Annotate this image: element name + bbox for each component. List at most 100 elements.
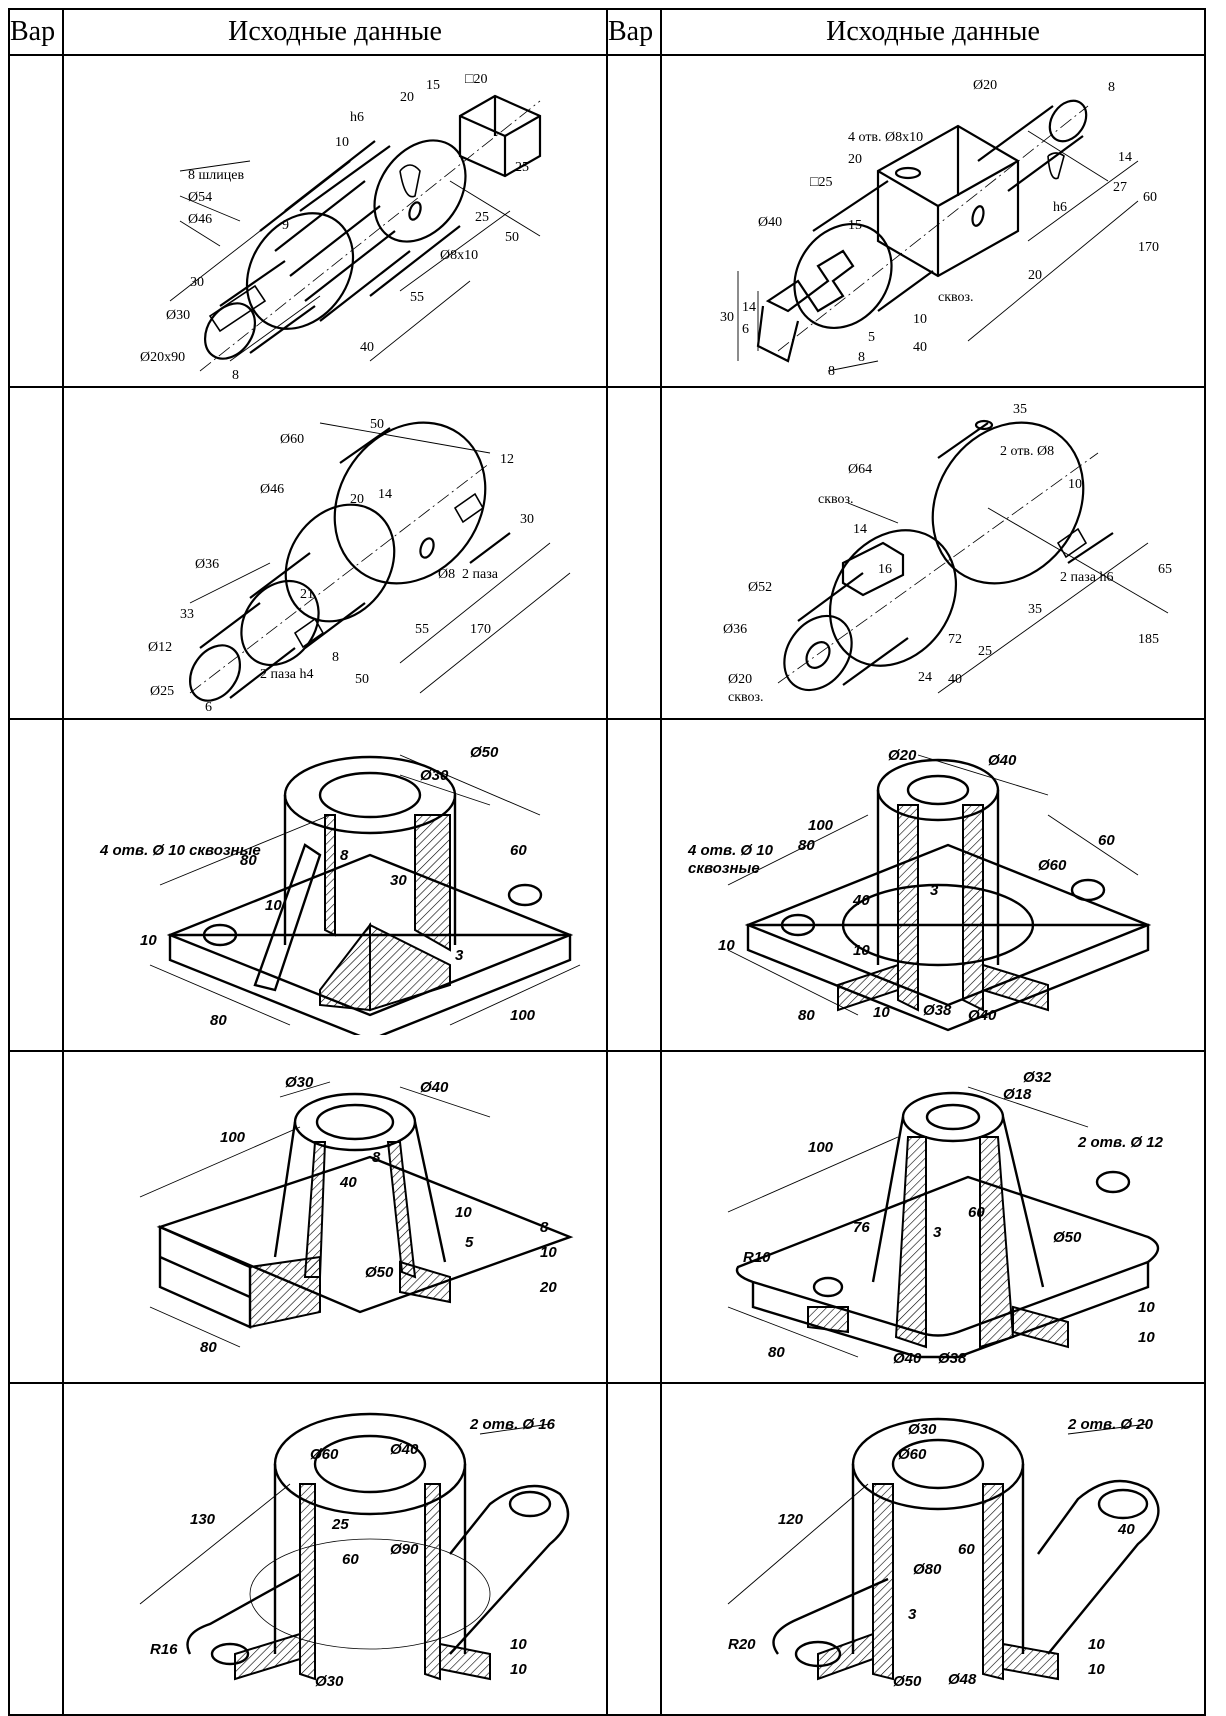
dim-label: 40 (1117, 1521, 1135, 1538)
dim-label: □25 (810, 175, 832, 190)
dim-label: 10 (510, 1636, 527, 1653)
dim-label: 80 (798, 837, 815, 854)
dim-label: Ø60 (280, 432, 304, 447)
dim-label: 25 (331, 1516, 349, 1533)
dim-label: 10 (140, 932, 157, 949)
dim-label: 60 (510, 842, 527, 859)
dim-label: Ø20x90 (140, 350, 185, 365)
dim-label: 6 (742, 322, 749, 337)
dim-label: Ø25 (150, 684, 174, 699)
variant-number-cell (8, 1382, 64, 1716)
dim-label: Ø20 (728, 672, 752, 687)
dim-label: 10 (1068, 477, 1082, 492)
dim-label: Ø52 (748, 580, 772, 595)
dim-label: R16 (150, 1641, 178, 1658)
dim-label: Ø12 (148, 640, 172, 655)
dim-label: 60 (968, 1204, 985, 1221)
dim-label: 10 (1138, 1299, 1155, 1316)
dim-label: Ø54 (188, 190, 212, 205)
dim-label: Ø50 (470, 744, 499, 761)
table-row: Ø30 Ø40 100 8 40 10 5 8 10 Ø50 20 80 (8, 1050, 1206, 1384)
dim-label: 2 паза (462, 567, 499, 582)
drawing-cell: 35 Ø64 2 отв. Ø8 сквоз. 10 14 16 2 паза … (660, 386, 1206, 720)
dim-label: 35 (1028, 602, 1042, 617)
dim-label: Ø40 (968, 1007, 997, 1024)
variant-number-cell (8, 386, 64, 720)
dim-label: 40 (913, 340, 927, 355)
dim-label: сквоз. (938, 290, 974, 305)
dim-label: Ø50 (893, 1673, 922, 1690)
variant-number-cell (8, 1050, 64, 1384)
dim-label: 10 (1088, 1636, 1105, 1653)
dim-label: 120 (778, 1511, 804, 1528)
dim-label: Ø30 (420, 767, 449, 784)
dim-label: 130 (190, 1511, 216, 1528)
table-row: □20 15 20 h6 10 25 8 шлицев Ø54 Ø46 9 25… (8, 54, 1206, 388)
drawing-stepped-shaft-left: Ø60 50 12 Ø46 20 14 30 Ø8 2 паза Ø36 21 … (148, 417, 571, 713)
dim-label: 10 (455, 1204, 472, 1221)
dim-label: 80 (240, 852, 257, 869)
drawing-boss-lugs-right: Ø30 2 отв. Ø 20 Ø60 120 40 60 Ø80 3 R20 … (727, 1416, 1160, 1690)
dim-label: 3 (930, 882, 939, 899)
dim-label: Ø30 (315, 1673, 344, 1690)
dim-label: 80 (210, 1012, 227, 1029)
dim-label: Ø40 (420, 1079, 449, 1096)
dim-label: Ø40 (758, 215, 782, 230)
dim-label: 50 (355, 672, 369, 687)
dim-label: Ø50 (365, 1264, 394, 1281)
dim-label: 21 (300, 587, 314, 602)
dim-label: 14 (742, 300, 756, 315)
dim-label: 2 отв. Ø 16 (469, 1416, 556, 1433)
dim-label: 60 (342, 1551, 359, 1568)
dim-label: 14 (1118, 150, 1132, 165)
dim-label: 8 (858, 350, 865, 365)
dim-label: 10 (1138, 1329, 1155, 1346)
dim-label: Ø80 (913, 1561, 942, 1578)
dim-label: 8 (372, 1149, 381, 1166)
dim-label: 3 (908, 1606, 917, 1623)
dim-label: 10 (510, 1661, 527, 1678)
dim-label: Ø36 (195, 557, 219, 572)
dim-label: 24 (918, 670, 932, 685)
variant-number-cell (606, 386, 662, 720)
dim-label: 15 (848, 218, 862, 233)
header-data-left: Исходные данные (62, 8, 608, 56)
dim-label: Ø46 (188, 212, 212, 227)
dim-label: 170 (1138, 240, 1159, 255)
dim-label: Ø60 (310, 1446, 339, 1463)
dim-label: 55 (415, 622, 429, 637)
dim-label: 2 паза h6 (1060, 570, 1113, 585)
dim-label: Ø64 (848, 462, 872, 477)
dim-label: 33 (180, 607, 194, 622)
variants-table: Вар Исходные данные Вар Исходные данные (8, 8, 1206, 1716)
dim-label: 100 (510, 1007, 536, 1024)
drawing-bracket-ribbed: Ø50 Ø30 4 отв. Ø 10 сквозные 80 60 8 30 … (99, 744, 581, 1035)
variant-number-cell (8, 718, 64, 1052)
dim-label: 170 (470, 622, 491, 637)
dim-label: 2 отв. Ø 12 (1077, 1134, 1164, 1151)
dim-label: R20 (728, 1636, 756, 1653)
dim-label: 40 (948, 672, 962, 687)
dim-label: 12 (500, 452, 514, 467)
dim-label: 10 (1088, 1661, 1105, 1678)
dim-label: 60 (1098, 832, 1115, 849)
variant-number-cell (606, 1382, 662, 1716)
drawing-cell: □20 15 20 h6 10 25 8 шлицев Ø54 Ø46 9 25… (62, 54, 608, 388)
dim-label: Ø40 (988, 752, 1017, 769)
variant-number-cell (606, 1050, 662, 1384)
drawing-cell: Ø30 2 отв. Ø 20 Ø60 120 40 60 Ø80 3 R20 … (660, 1382, 1206, 1716)
dim-label: 10 (718, 937, 735, 954)
drawing-cell: Ø60 50 12 Ø46 20 14 30 Ø8 2 паза Ø36 21 … (62, 386, 608, 720)
dim-label: Ø18 (1003, 1086, 1032, 1103)
dim-label: Ø32 (1023, 1069, 1052, 1086)
dim-label: 60 (958, 1541, 975, 1558)
drawing-cell: Ø50 Ø30 4 отв. Ø 10 сквозные 80 60 8 30 … (62, 718, 608, 1052)
dim-label: 55 (410, 290, 424, 305)
dim-label: 8 (540, 1219, 549, 1236)
drawing-cell: 2 отв. Ø 16 Ø60 Ø40 130 25 60 Ø90 R16 Ø3… (62, 1382, 608, 1716)
dim-label: Ø46 (260, 482, 284, 497)
dim-label: 65 (1158, 562, 1172, 577)
dim-label: 40 (360, 340, 374, 355)
dim-label: сквозные (688, 860, 760, 877)
dim-label: h6 (1053, 200, 1067, 215)
